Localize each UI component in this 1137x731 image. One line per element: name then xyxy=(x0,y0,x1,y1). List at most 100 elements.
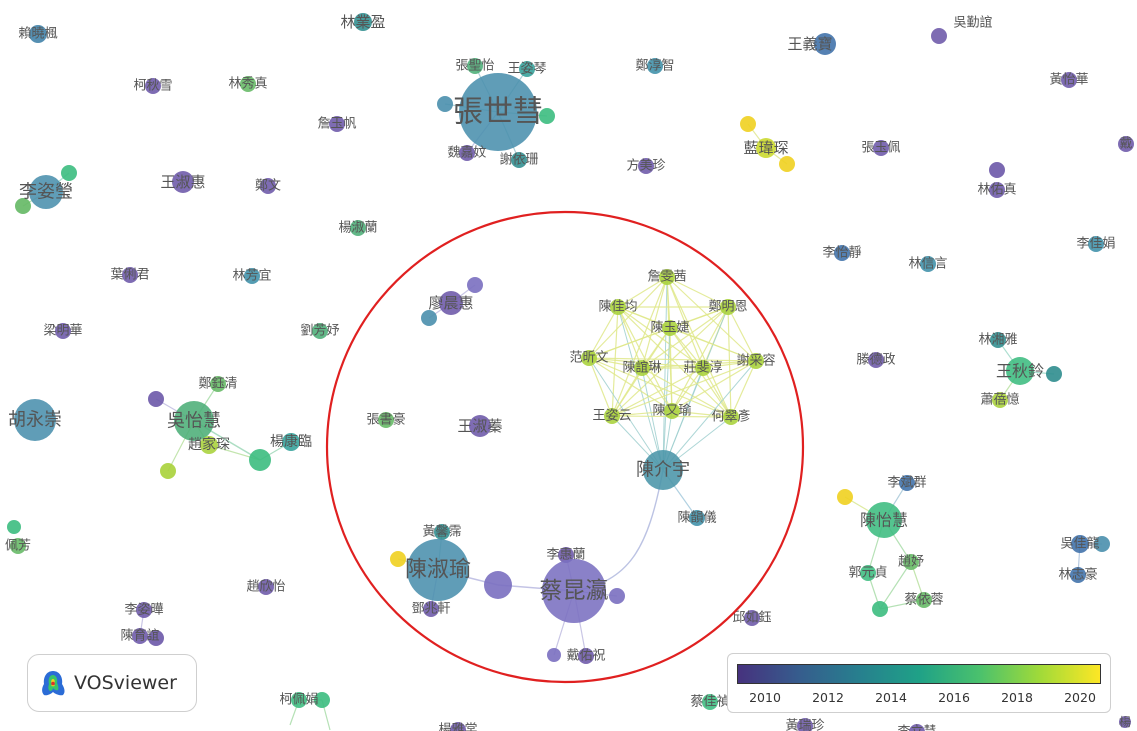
node-circle[interactable] xyxy=(866,502,902,538)
network-node[interactable]: 林湘雅 xyxy=(978,332,1018,348)
node-circle[interactable] xyxy=(29,175,63,209)
network-node-dot[interactable] xyxy=(7,520,21,534)
network-node-dot[interactable] xyxy=(547,648,561,662)
network-node[interactable]: 黃馨霈 xyxy=(422,524,462,541)
network-node[interactable]: 葉俐君 xyxy=(110,267,150,283)
node-circle[interactable] xyxy=(634,360,650,376)
node-circle[interactable] xyxy=(662,320,678,336)
network-node[interactable]: 林業盈 xyxy=(340,13,386,31)
network-node[interactable]: 陳淑瑜 xyxy=(405,539,471,601)
node-circle[interactable] xyxy=(744,610,760,626)
network-node[interactable]: 賴曉楓 xyxy=(18,25,58,43)
node-circle[interactable] xyxy=(1119,716,1131,728)
network-node[interactable]: 蕭蓓憶 xyxy=(980,392,1020,408)
network-node[interactable]: 吳佳龍 xyxy=(1060,535,1100,553)
network-node[interactable]: 劉芳妤 xyxy=(300,323,340,339)
network-node[interactable]: 莊斐淳 xyxy=(683,360,723,377)
network-node[interactable]: 林佑真 xyxy=(977,182,1017,198)
network-node[interactable]: 范昕文 xyxy=(569,350,609,366)
network-node[interactable]: 李佳娟 xyxy=(1076,236,1116,252)
node-circle[interactable] xyxy=(459,73,537,151)
network-node[interactable]: 梁明華 xyxy=(43,323,83,339)
node-circle[interactable] xyxy=(378,412,394,428)
node-circle[interactable] xyxy=(511,152,527,168)
node-circle[interactable] xyxy=(756,138,776,158)
network-node[interactable]: 陳育誼 xyxy=(120,628,160,645)
network-node[interactable]: 戴佑祝 xyxy=(566,648,606,664)
network-node[interactable]: 柯佩娟 xyxy=(279,692,319,708)
node-circle[interactable] xyxy=(450,722,466,731)
network-node[interactable]: 楊雅棠 xyxy=(438,722,478,731)
network-node[interactable]: 王淑蓁 xyxy=(457,415,503,437)
network-node[interactable]: 王姿云 xyxy=(592,408,632,425)
network-node-dot[interactable] xyxy=(539,108,555,124)
network-node-dot[interactable] xyxy=(148,391,164,407)
node-circle[interactable] xyxy=(1006,357,1034,385)
network-node-dot[interactable] xyxy=(421,310,437,326)
node-circle[interactable] xyxy=(469,415,491,437)
network-node[interactable]: 鄭明恩 xyxy=(708,299,748,315)
node-circle[interactable] xyxy=(291,692,307,708)
network-node-dot[interactable] xyxy=(1046,366,1062,382)
network-node[interactable]: 林信言 xyxy=(908,256,948,272)
network-node-dot[interactable] xyxy=(779,156,795,172)
network-node[interactable]: 郭元貞 xyxy=(848,565,888,582)
node-circle[interactable] xyxy=(814,33,836,55)
network-node[interactable]: 鄭鈺清 xyxy=(198,376,238,393)
network-node[interactable]: 趙妤 xyxy=(898,554,924,571)
node-circle[interactable] xyxy=(931,28,947,44)
node-circle[interactable] xyxy=(145,78,161,94)
node-circle[interactable] xyxy=(989,182,1005,198)
node-circle[interactable] xyxy=(1070,567,1086,583)
node-circle[interactable] xyxy=(873,140,889,156)
network-node[interactable]: 蔡依蓉 xyxy=(904,592,944,608)
node-circle[interactable] xyxy=(29,25,47,43)
network-node-dot[interactable] xyxy=(390,551,406,567)
node-circle[interactable] xyxy=(350,220,366,236)
network-node[interactable]: 陳韻儀 xyxy=(677,510,717,527)
vosviewer-logo-box[interactable]: VOSviewer xyxy=(27,654,197,712)
node-circle[interactable] xyxy=(604,408,620,424)
node-circle[interactable] xyxy=(903,554,919,570)
network-node[interactable]: 陳介宇 xyxy=(636,450,690,490)
node-circle[interactable] xyxy=(439,291,463,315)
network-node[interactable]: 戴 xyxy=(1118,136,1134,152)
node-circle[interactable] xyxy=(610,299,626,315)
network-node[interactable]: 方美珍 xyxy=(626,158,666,175)
node-circle[interactable] xyxy=(258,579,274,595)
network-node-dot[interactable] xyxy=(437,96,453,112)
network-node[interactable]: 王義寶 xyxy=(787,33,836,55)
node-circle[interactable] xyxy=(558,547,574,563)
node-circle[interactable] xyxy=(240,76,256,92)
network-node[interactable]: 吳勤誼 xyxy=(931,15,993,45)
network-node[interactable]: 陳誼琳 xyxy=(622,360,662,377)
node-circle[interactable] xyxy=(638,158,654,174)
node-circle[interactable] xyxy=(519,61,535,77)
network-node[interactable]: 邱如鈺 xyxy=(732,610,772,627)
network-node[interactable]: 林志豪 xyxy=(1058,567,1098,584)
node-circle[interactable] xyxy=(664,403,680,419)
network-node[interactable]: 藍瑋琛 xyxy=(743,138,789,158)
network-node[interactable]: 楊淑蘭 xyxy=(338,220,378,237)
network-node[interactable]: 趙家琛 xyxy=(188,436,230,454)
node-circle[interactable] xyxy=(172,171,194,193)
network-node[interactable]: 張玉佩 xyxy=(861,140,901,156)
node-circle[interactable] xyxy=(329,116,345,132)
network-node[interactable]: 王淑惠 xyxy=(160,171,206,193)
network-node-dot[interactable] xyxy=(314,692,330,708)
node-circle[interactable] xyxy=(990,332,1006,348)
network-node[interactable]: 李惠蘭 xyxy=(546,547,586,564)
node-circle[interactable] xyxy=(542,559,606,623)
network-node[interactable]: 張世彗 xyxy=(453,73,543,151)
network-node[interactable]: 李姿瑩 xyxy=(19,175,73,209)
node-circle[interactable] xyxy=(210,376,226,392)
node-circle[interactable] xyxy=(581,350,597,366)
network-node[interactable]: 陳玉婕 xyxy=(650,320,690,336)
network-node[interactable]: 楊 xyxy=(1119,714,1131,729)
node-circle[interactable] xyxy=(702,694,718,710)
network-node[interactable]: 柯秋雪 xyxy=(133,78,173,94)
node-circle[interactable] xyxy=(55,323,71,339)
network-node[interactable]: 謝依珊 xyxy=(499,152,539,168)
node-circle[interactable] xyxy=(1088,236,1104,252)
